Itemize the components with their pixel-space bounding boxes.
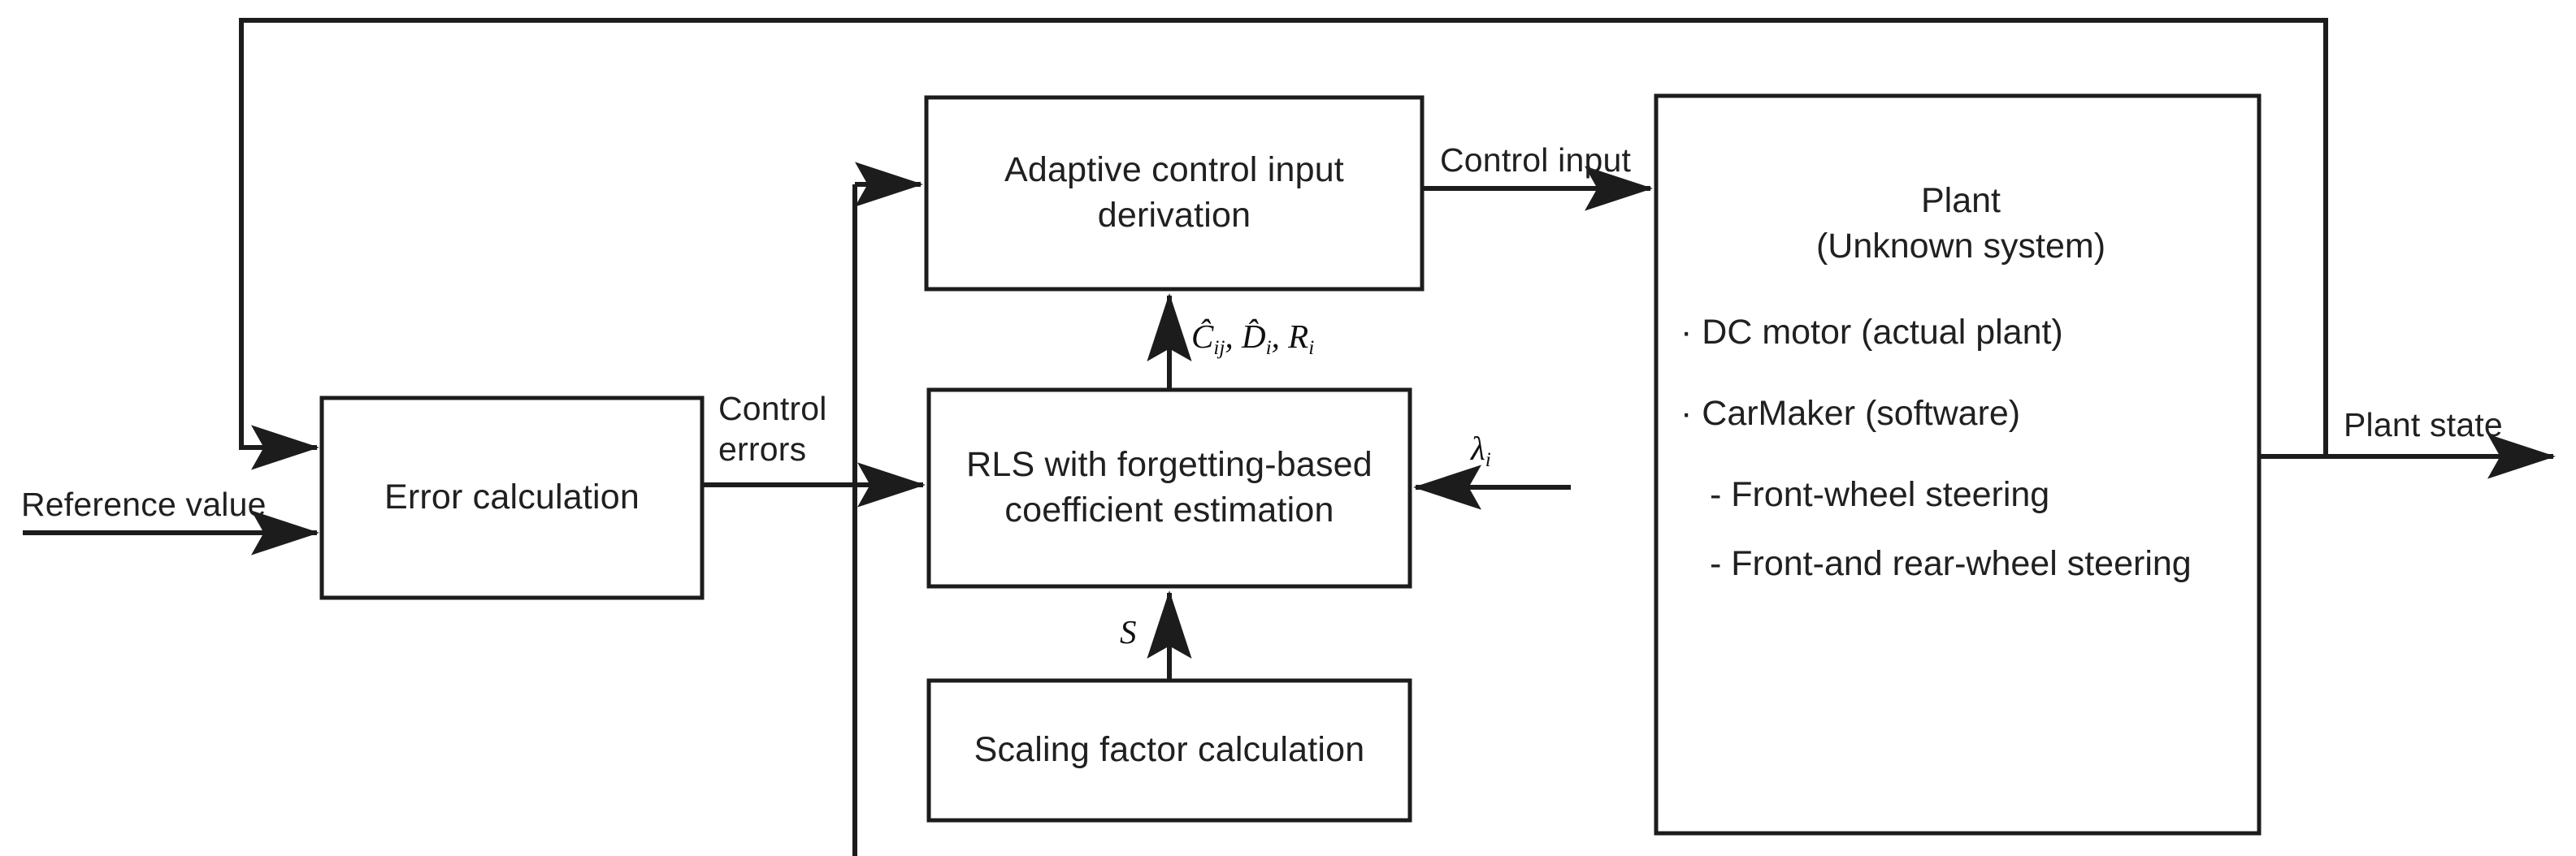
label-plant-contents: Plant (Unknown system) · DC motor (actua… — [1680, 179, 2241, 612]
coeff-c: Ĉ — [1191, 318, 1214, 355]
lambda-sub: i — [1485, 447, 1491, 471]
plant-bullet-carmaker: · CarMaker (software) — [1680, 393, 2021, 433]
label-control-input: Control input — [1440, 141, 1632, 179]
plant-bullet-dc-motor: · DC motor (actual plant) — [1680, 312, 2063, 352]
label-control-errors: Control errors — [718, 390, 827, 469]
label-reference-value: Reference value — [21, 486, 267, 523]
coeff-r-sub: i — [1308, 335, 1315, 359]
lambda-base: λ — [1471, 430, 1485, 467]
edge-feedback-plant-state — [239, 18, 2328, 470]
block-rls-coefficient-estimation — [926, 387, 1412, 589]
plant-title: Plant — [1920, 181, 2001, 220]
coeff-d-sub: i — [1265, 335, 1272, 359]
plant-sub-front-and-rear-wheel-steering: - Front-and rear-wheel steering — [1710, 544, 2192, 584]
plant-subtitle: (Unknown system) — [1815, 226, 2106, 266]
label-scaling-symbol: S — [1120, 613, 1137, 651]
label-plant-state: Plant state — [2344, 406, 2503, 443]
label-estimated-coefficients: Ĉij, D̂i, Ri — [1191, 317, 1315, 359]
coeff-sep-1: , — [1225, 318, 1242, 355]
coeff-c-sub: ij — [1213, 335, 1225, 359]
coeff-sep-2: , — [1271, 318, 1289, 355]
coeff-d: D̂ — [1241, 318, 1266, 355]
block-plant — [1654, 93, 2262, 836]
coeff-r: R — [1288, 318, 1309, 355]
block-scaling-factor-calculation — [926, 678, 1412, 823]
plant-sub-front-wheel-steering: - Front-wheel steering — [1710, 474, 2050, 514]
label-forgetting-factor: λi — [1471, 429, 1491, 471]
block-adaptive-control-input-derivation — [924, 95, 1425, 292]
block-error-calculation — [319, 396, 705, 600]
plant-title-group: Plant (Unknown system) — [1680, 179, 2241, 270]
